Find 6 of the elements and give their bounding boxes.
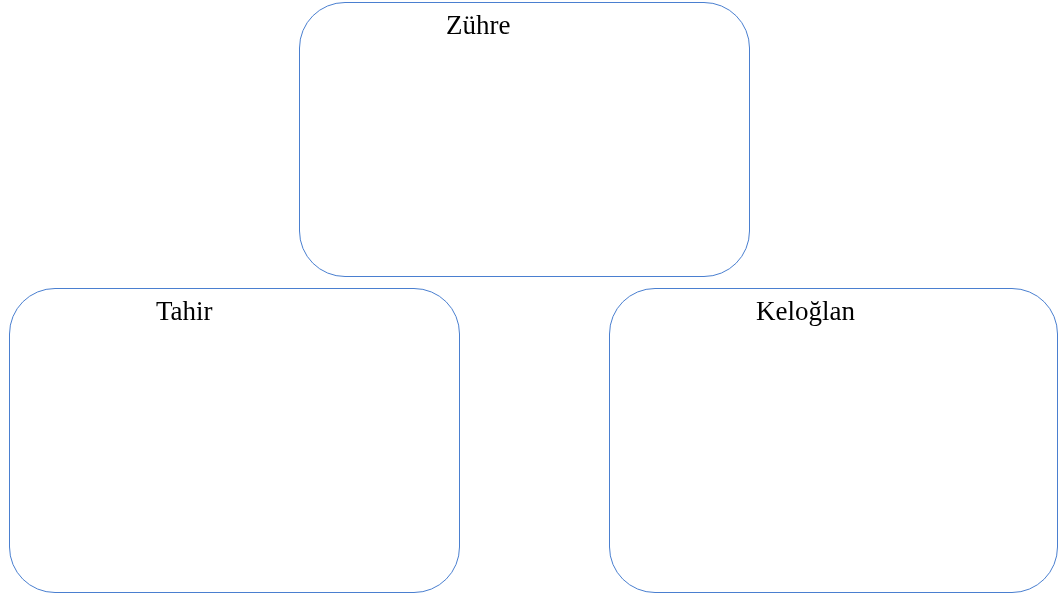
rounded-box — [9, 288, 460, 593]
rounded-box — [299, 2, 750, 277]
rounded-box — [609, 288, 1058, 593]
box-title: Zühre — [446, 9, 511, 42]
box-title: Tahir — [156, 295, 213, 328]
box-title: Keloğlan — [756, 295, 855, 328]
